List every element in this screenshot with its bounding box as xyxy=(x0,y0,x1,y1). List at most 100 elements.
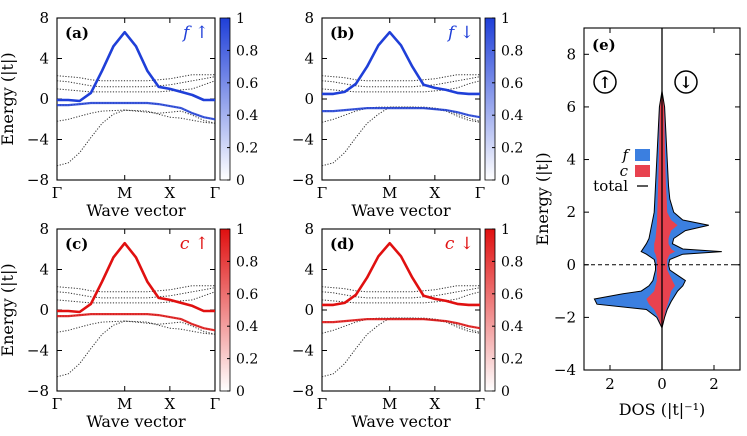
y-tick-label: −4 xyxy=(292,131,314,149)
y-tick-label: −8 xyxy=(27,171,49,189)
y-axis-label: Energy (|t|) xyxy=(0,52,17,145)
panel-label: (e) xyxy=(592,36,616,54)
colorbar-tick-label: 0.2 xyxy=(236,141,258,157)
spin-down-circle xyxy=(674,70,698,94)
y-tick-label: 0 xyxy=(39,90,49,108)
band-line-0 xyxy=(321,317,481,378)
x-axis-label: Wave vector xyxy=(86,201,186,220)
x-tick-label: Γ xyxy=(317,395,327,413)
colorbar-tick-label: 0.8 xyxy=(236,254,258,270)
colorbar-tick-label: 0.4 xyxy=(236,319,258,335)
x-axis-label: DOS (|t|⁻¹) xyxy=(619,400,706,419)
colorbar-tick-label: 0.6 xyxy=(236,76,258,92)
x-axis-label: Wave vector xyxy=(351,412,451,431)
dos-down-total-line xyxy=(661,91,722,329)
weighted-band-line xyxy=(322,30,480,96)
x-tick-label: Γ xyxy=(475,184,485,202)
spin-up-circle xyxy=(593,70,617,94)
y-axis-label: Energy (|t|) xyxy=(0,263,17,356)
y-tick-label: 4 xyxy=(39,261,49,279)
x-tick-label: X xyxy=(165,395,176,413)
y-tick-label: −4 xyxy=(292,342,314,360)
colorbar-tick-label: 0.6 xyxy=(501,76,523,92)
weighted-band-lower xyxy=(57,101,216,121)
x-tick-label: X xyxy=(430,184,441,202)
y-tick-label: 8 xyxy=(304,220,314,238)
weighted-band-lower xyxy=(322,318,481,330)
x-tick-label: 2 xyxy=(709,375,719,393)
band-line-5 xyxy=(321,74,480,82)
x-axis-label: Wave vector xyxy=(351,201,451,220)
legend-swatch xyxy=(635,149,650,161)
panel-label: (c) xyxy=(65,235,88,253)
x-axis-label: Wave vector xyxy=(86,412,186,431)
colorbar-tick-label: 0.8 xyxy=(236,43,258,59)
colorbar-tick-label: 0.2 xyxy=(501,352,523,368)
band-line-3 xyxy=(56,291,216,304)
band-line-0 xyxy=(56,109,216,167)
colorbar-tick-label: 0.4 xyxy=(501,319,523,335)
x-tick-label: X xyxy=(165,184,176,202)
dos-up-f-area xyxy=(594,91,662,328)
band-line-4 xyxy=(56,76,216,88)
weighted-band-lower xyxy=(322,107,481,119)
y-tick-label: −8 xyxy=(292,382,314,400)
x-tick-label: Γ xyxy=(52,184,62,202)
y-tick-label: 8 xyxy=(304,9,314,27)
colorbar-tick-label: 0.4 xyxy=(501,108,523,124)
colorbar-tick-label: 1 xyxy=(236,222,245,238)
band-line-3 xyxy=(321,80,481,93)
x-tick-label: M xyxy=(117,184,132,202)
y-tick-label: 0 xyxy=(304,90,314,108)
y-axis-label: Energy (|t|) xyxy=(533,152,552,245)
spin-annotation: c ↓ xyxy=(445,234,474,254)
dos-down-f-area xyxy=(662,91,722,328)
colorbar xyxy=(484,228,496,392)
y-tick-label: 2 xyxy=(566,203,576,221)
legend-label: f xyxy=(621,146,630,164)
weighted-band-line xyxy=(57,241,215,314)
colorbar-tick-label: 0 xyxy=(501,173,510,189)
x-tick-label: Γ xyxy=(317,184,327,202)
band-line-4 xyxy=(321,76,481,88)
y-tick-label: −4 xyxy=(554,361,576,379)
x-tick-label: 2 xyxy=(605,375,615,393)
colorbar-tick-label: 0 xyxy=(501,384,510,400)
x-tick-label: Γ xyxy=(475,395,485,413)
legend-swatch xyxy=(635,165,650,177)
legend-label: c xyxy=(620,162,629,180)
y-tick-label: −4 xyxy=(27,342,49,360)
x-tick-label: M xyxy=(382,395,397,413)
y-tick-label: 8 xyxy=(566,45,576,63)
weighted-band-lower xyxy=(57,313,216,332)
colorbar-tick-label: 0.8 xyxy=(501,254,523,270)
y-tick-label: 4 xyxy=(566,151,576,169)
y-tick-label: 8 xyxy=(39,220,49,238)
y-tick-label: 8 xyxy=(39,9,49,27)
y-tick-label: −4 xyxy=(27,131,49,149)
y-tick-label: 6 xyxy=(566,98,576,116)
y-tick-label: 4 xyxy=(304,50,314,68)
spin-annotation: f ↓ xyxy=(446,23,474,43)
y-tick-label: 0 xyxy=(304,301,314,319)
band-line-5 xyxy=(56,285,215,293)
panel-label: (b) xyxy=(330,24,355,42)
colorbar xyxy=(219,17,231,181)
x-tick-label: M xyxy=(382,184,397,202)
colorbar-tick-label: 1 xyxy=(501,222,510,238)
colorbar-tick-label: 0 xyxy=(236,384,245,400)
colorbar xyxy=(484,17,496,181)
colorbar-tick-label: 0.2 xyxy=(501,141,523,157)
y-tick-label: 0 xyxy=(39,301,49,319)
dos-down-c-area xyxy=(662,91,678,328)
spin-up-arrow-icon: ↑ xyxy=(598,73,611,92)
panel-label: (d) xyxy=(330,235,355,253)
band-line-0 xyxy=(56,320,216,378)
x-tick-label: M xyxy=(117,395,132,413)
band-line-3 xyxy=(56,80,216,93)
panel-label: (a) xyxy=(65,24,89,42)
